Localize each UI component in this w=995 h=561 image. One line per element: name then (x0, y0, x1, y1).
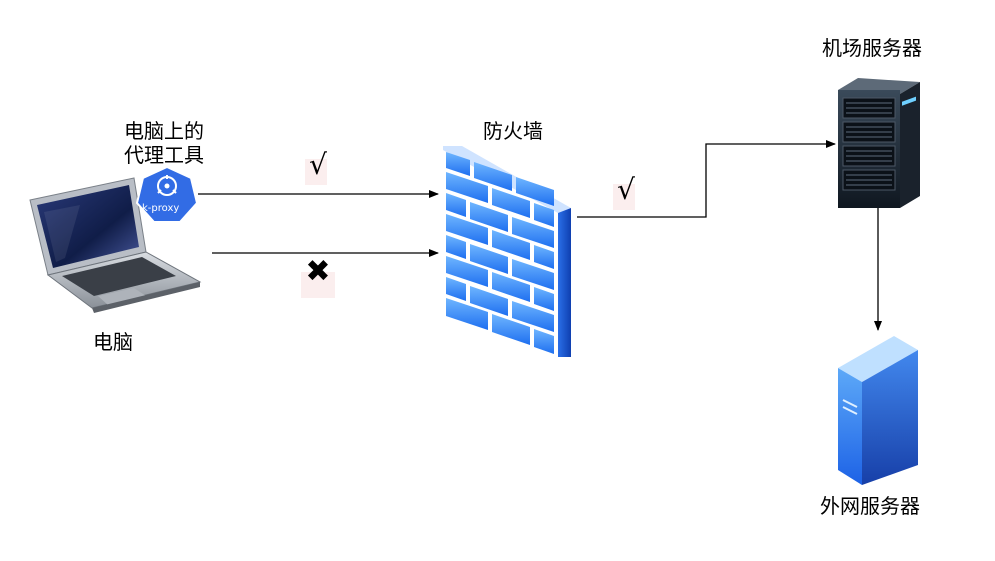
blocked-cross-mark: ✖ (305, 254, 331, 289)
computer-label: 电脑 (93, 330, 133, 354)
firewall-label: 防火墙 (483, 119, 543, 143)
allowed-out-mark-bg (613, 184, 635, 210)
datacenter-server-icon (838, 78, 920, 208)
datacenter-server-label: 机场服务器 (822, 36, 922, 60)
laptop-icon (29, 177, 202, 313)
allowed-top-checkmark: √ (309, 148, 327, 181)
k-proxy-logo-icon (135, 165, 199, 223)
k-proxy-logo-text: k-proxy (142, 203, 180, 214)
firewall-to-datacenter-arrow (577, 140, 836, 218)
firewall-icon (443, 146, 571, 357)
allowed-out-checkmark: √ (617, 173, 635, 206)
blocked-mark-bg (301, 272, 335, 298)
external-server-icon (838, 336, 918, 485)
allowed-top-mark-bg (305, 159, 327, 185)
proxy-tool-label: 电脑上的 代理工具 (124, 119, 204, 167)
external-server-label: 外网服务器 (820, 494, 920, 518)
